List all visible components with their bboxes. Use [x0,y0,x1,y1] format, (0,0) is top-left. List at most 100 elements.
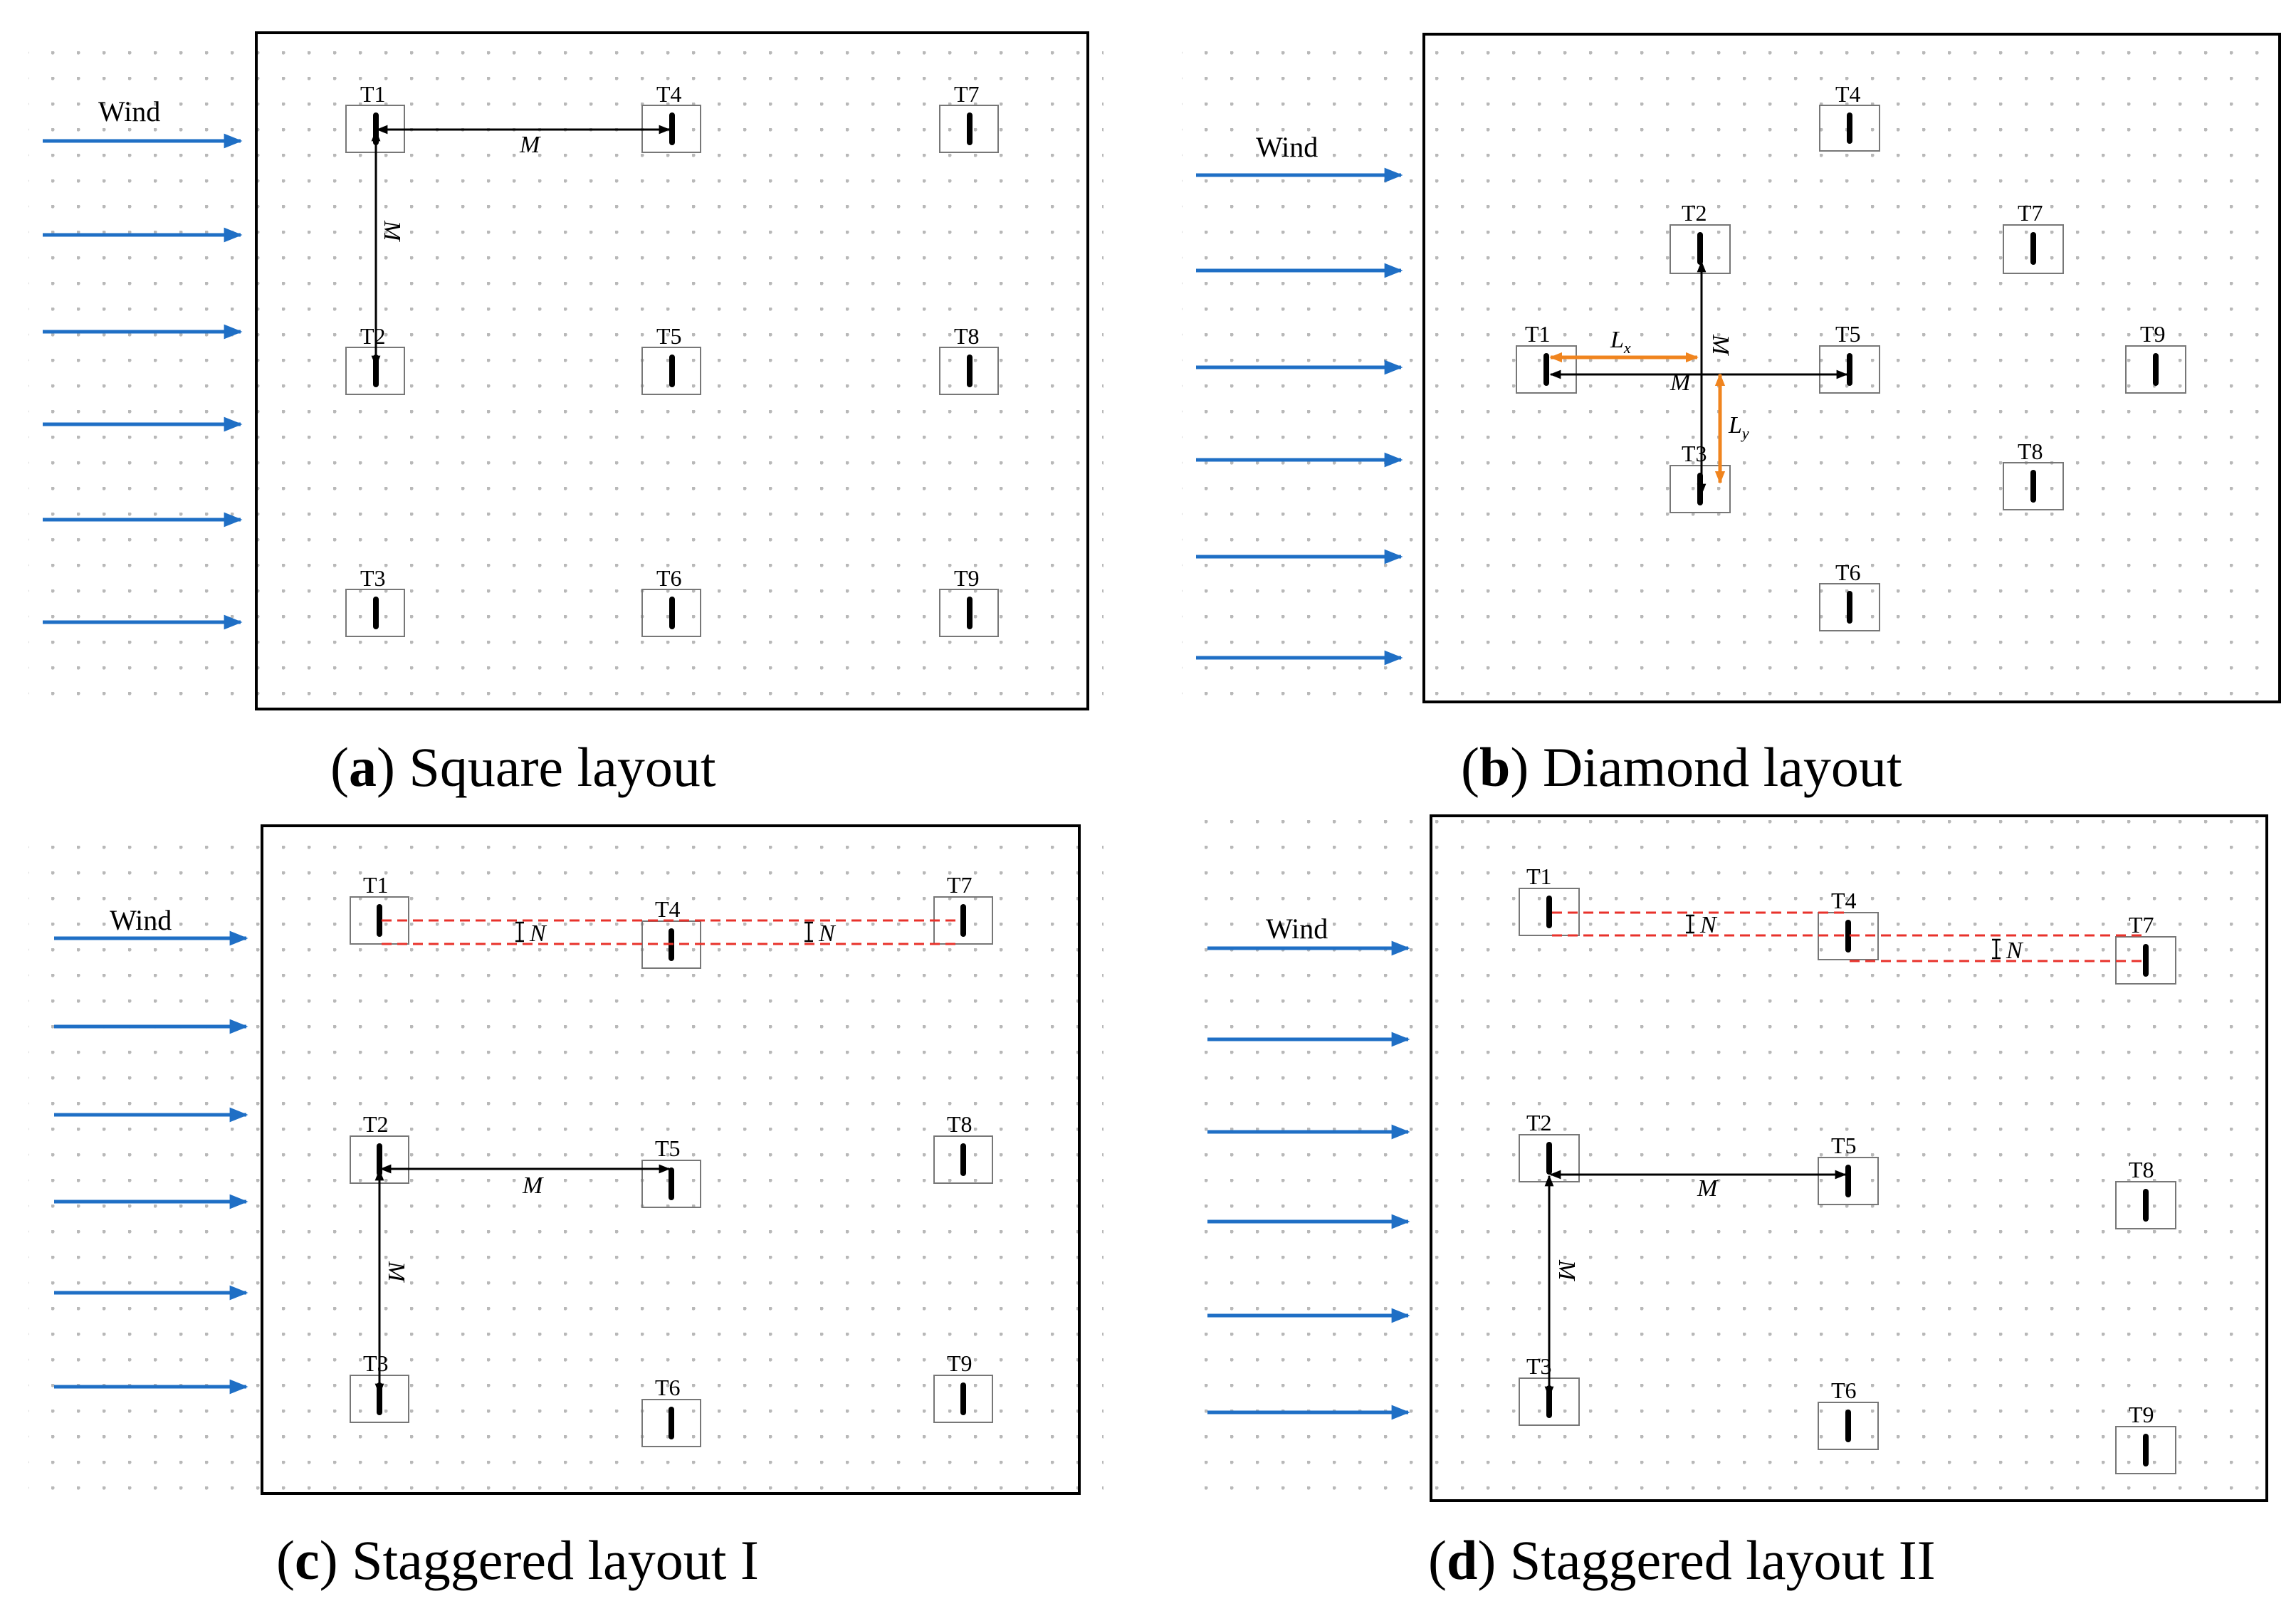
turbine-label: T2 [360,323,386,349]
n-offset-marker [804,921,813,943]
spacing-label-lx: Lx [1610,327,1631,357]
turbine-t1: T1 [350,872,409,945]
spacing-label: M [379,220,405,242]
turbine-label: T2 [363,1111,389,1137]
spacing-label-n: N [1699,912,1718,938]
spacing-label: M [383,1261,409,1283]
turbine-t1: T1 [1519,864,1580,936]
turbine-t8: T8 [2003,439,2064,510]
turbine-t9: T9 [2125,321,2186,394]
spacing-label-ly: Ly [1728,412,1749,442]
spacing-label: M [1553,1259,1580,1281]
turbine-label: T9 [2129,1402,2154,1427]
turbine-t6: T6 [1818,1377,1879,1450]
turbine-t4: T4 [1819,81,1880,152]
turbine-t8: T8 [2115,1157,2176,1229]
turbine-label: T6 [655,1375,681,1400]
spacing-label-n: N [818,920,837,947]
turbine-label: T7 [2018,200,2043,226]
turbine-t6: T6 [641,565,701,637]
turbine-t5: T5 [1818,1133,1879,1205]
panel-d: Wind T1 T2 T3 T4 T5 T6 T7 T8 T9 N N M [1192,812,2280,1591]
turbine-label: T7 [954,81,980,107]
turbine-t6: T6 [641,1375,701,1447]
turbine-label: T5 [1835,321,1861,347]
turbine-t5: T5 [1819,321,1880,394]
spacing-label-n: N [2006,938,2024,964]
n-offset-marker [515,921,524,943]
turbine-t9: T9 [2115,1402,2176,1474]
turbine-label: T9 [947,1350,973,1376]
turbine-label: T3 [1526,1353,1552,1379]
turbine-t9: T9 [939,565,999,637]
wind-label-a: Wind [98,95,160,127]
turbine-t2: T2 [1519,1110,1580,1182]
turbine-label: T9 [2140,321,2166,347]
spacing-label: M [1697,1175,1719,1202]
turbine-t9: T9 [933,1350,993,1423]
turbine-label: T6 [1831,1377,1857,1403]
turbine-t2: T2 [350,1111,409,1184]
turbine-label: T2 [1682,200,1707,226]
spacing-label: M [522,1172,544,1199]
turbine-label: T8 [947,1111,973,1137]
turbine-label: T7 [947,872,973,898]
wind-label-b: Wind [1256,131,1318,163]
turbine-t7: T7 [933,872,993,945]
n-offset-marker [1686,914,1694,934]
turbine-t7: T7 [939,81,999,153]
turbine-t3: T3 [345,565,405,637]
turbine-label: T1 [1526,864,1552,889]
wind-arrows-c [54,930,248,1395]
turbine-label: T8 [2018,439,2043,464]
caption-c: (c) Staggered layout I [276,1529,759,1591]
turbine-label: T1 [360,81,386,107]
panel-a: Wind T1 T2 T3 T4 T5 T6 T7 T8 T9 M M (a) … [28,31,1104,798]
turbine-t5: T5 [641,1135,701,1208]
turbine-t8: T8 [933,1111,993,1184]
spacing-label-n: N [529,920,547,947]
turbine-t7: T7 [2003,200,2064,274]
turbine-t1: T1 [1516,321,1577,394]
wind-arrows-a [43,133,243,630]
caption-b: (b) Diamond layout [1461,736,1902,798]
stagger-guides-d [1552,911,2144,962]
turbine-label: T5 [656,323,682,349]
turbine-label: T1 [1525,321,1551,347]
turbine-label: T4 [1835,81,1861,107]
turbine-label: T8 [954,323,980,349]
wind-arrows-b [1196,167,1403,666]
caption-a: (a) Square layout [330,736,716,798]
spacing-label: M [1707,334,1734,356]
turbine-label: T5 [1831,1133,1857,1158]
n-offset-marker [1992,938,2001,960]
turbine-label: T3 [363,1350,389,1376]
turbine-label: T4 [656,81,682,107]
wind-arrows-d [1207,940,1410,1420]
panel-b: Wind T1 T2 T3 T4 T5 T6 T7 T8 T9 M M Lx L… [1182,33,2281,798]
turbine-label: T4 [655,896,681,922]
turbine-label: T1 [363,872,389,898]
spacing-label: M [519,132,541,158]
stagger-guides-c [382,919,961,945]
turbine-label: T7 [2129,912,2154,938]
caption-d: (d) Staggered layout II [1428,1529,1936,1591]
turbine-t2: T2 [1669,200,1731,274]
turbine-label: T2 [1526,1110,1552,1135]
turbine-label: T6 [656,565,682,591]
turbine-t6: T6 [1819,560,1880,631]
wind-label-c: Wind [110,904,172,936]
turbine-label: T3 [1682,441,1707,466]
turbine-label: T9 [954,565,980,591]
panel-c: Wind T1 T2 T3 T4 T5 T6 T7 T8 T9 N N M M [28,824,1104,1591]
turbine-label: T5 [655,1135,681,1161]
wind-label-d: Wind [1266,913,1328,945]
turbine-label: T4 [1831,888,1857,913]
turbine-t8: T8 [939,323,999,395]
turbine-label: T3 [360,565,386,591]
turbine-label: T6 [1835,560,1861,585]
turbine-label: T8 [2129,1157,2154,1182]
turbine-t5: T5 [641,323,701,395]
spacing-label: M [1669,369,1692,396]
